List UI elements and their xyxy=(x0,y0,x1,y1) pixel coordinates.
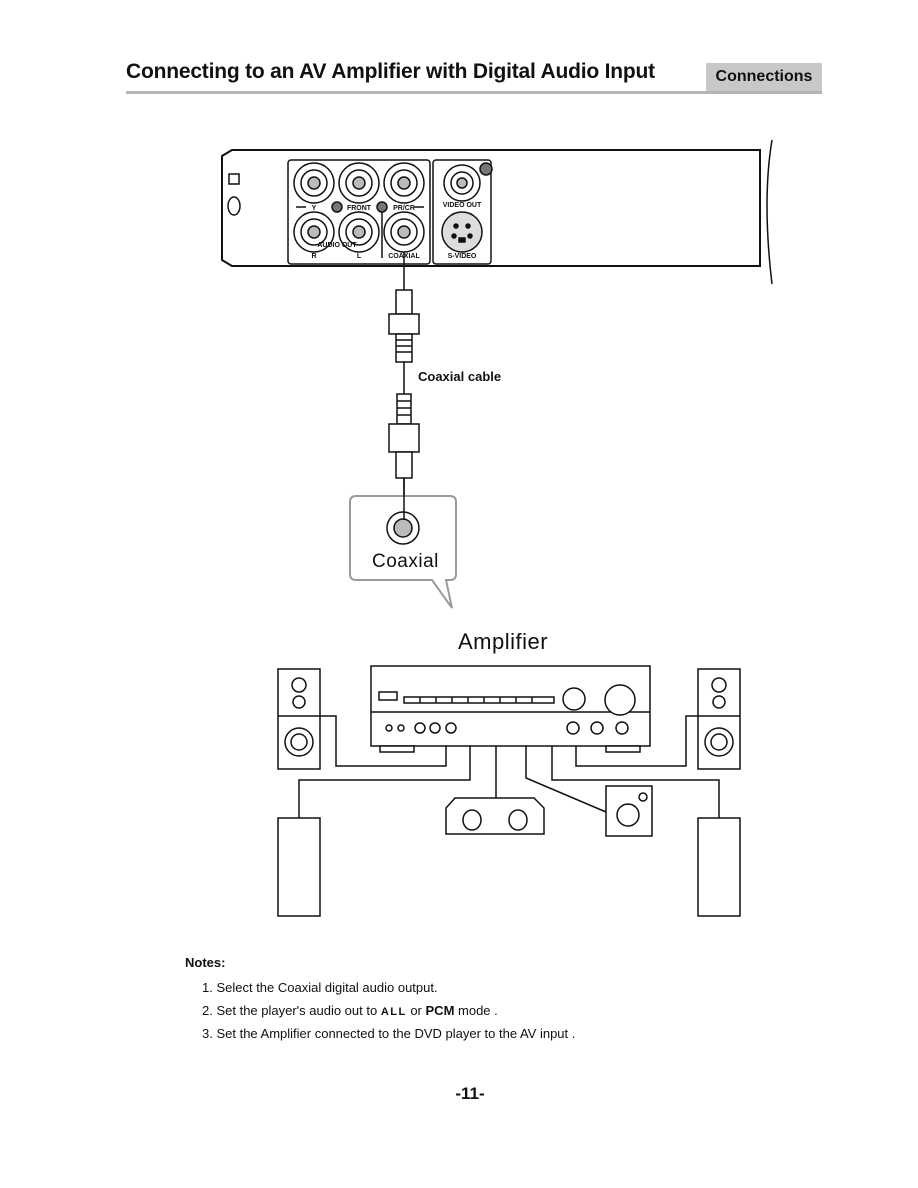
note-item-2: 2. Set the player's audio out to ALL or … xyxy=(202,1003,575,1018)
note-item-2-post: mode . xyxy=(454,1003,498,1018)
rca-jacks xyxy=(293,162,493,258)
panel-l: L xyxy=(357,253,362,260)
panel-video-out: VIDEO OUT xyxy=(443,202,482,209)
note-item-1: 1. Select the Coaxial digital audio outp… xyxy=(202,980,438,995)
panel-audio-out: AUDIO OUT xyxy=(317,242,357,249)
speaker-wires xyxy=(298,715,720,818)
right-front-speaker xyxy=(697,668,741,770)
jack-y xyxy=(293,162,335,204)
jack-pr xyxy=(383,162,425,204)
center-speaker xyxy=(445,797,545,835)
jack-coaxial xyxy=(383,211,425,253)
jack-pb xyxy=(338,162,380,204)
jack-video xyxy=(443,164,481,202)
panel-pr: PR/CR xyxy=(393,205,415,212)
jack-audio-r xyxy=(293,211,335,253)
panel-y: Y xyxy=(312,205,317,212)
dvd-rear-panel xyxy=(221,139,773,285)
amplifier-label: Amplifier xyxy=(458,629,549,654)
coaxial-cable-label: Coaxial cable xyxy=(418,369,502,384)
header-rule xyxy=(126,91,822,94)
notes-section: Notes: 1. Select the Coaxial digital aud… xyxy=(185,955,575,1049)
coaxial-jack-icon xyxy=(386,511,420,545)
note-item-2-or: or xyxy=(406,1003,426,1018)
note-item-2-all: ALL xyxy=(380,1006,407,1018)
jack-audio-l xyxy=(338,211,380,253)
coaxial-jack-label: Coaxial xyxy=(372,551,439,572)
section-tab: Connections xyxy=(706,63,822,91)
page-number: -11- xyxy=(455,1084,485,1103)
amplifier xyxy=(370,665,651,753)
left-front-speaker xyxy=(277,668,321,770)
jack-s-video xyxy=(441,211,483,253)
notes-heading: Notes: xyxy=(185,955,226,970)
panel-front: FRONT xyxy=(347,205,372,212)
panel-r: R xyxy=(311,253,316,260)
note-item-2-pcm: PCM xyxy=(425,1003,455,1018)
note-item-3: 3. Set the Amplifier connected to the DV… xyxy=(202,1026,576,1041)
left-rear-speaker xyxy=(277,817,321,917)
panel-s-video: S-VIDEO xyxy=(448,253,477,260)
coaxial-callout xyxy=(349,495,457,609)
right-rear-speaker xyxy=(697,817,741,917)
subwoofer xyxy=(605,785,653,837)
note-item-2-pre: 2. Set the player's audio out to xyxy=(202,1003,381,1018)
page-title: Connecting to an AV Amplifier with Digit… xyxy=(126,60,655,83)
